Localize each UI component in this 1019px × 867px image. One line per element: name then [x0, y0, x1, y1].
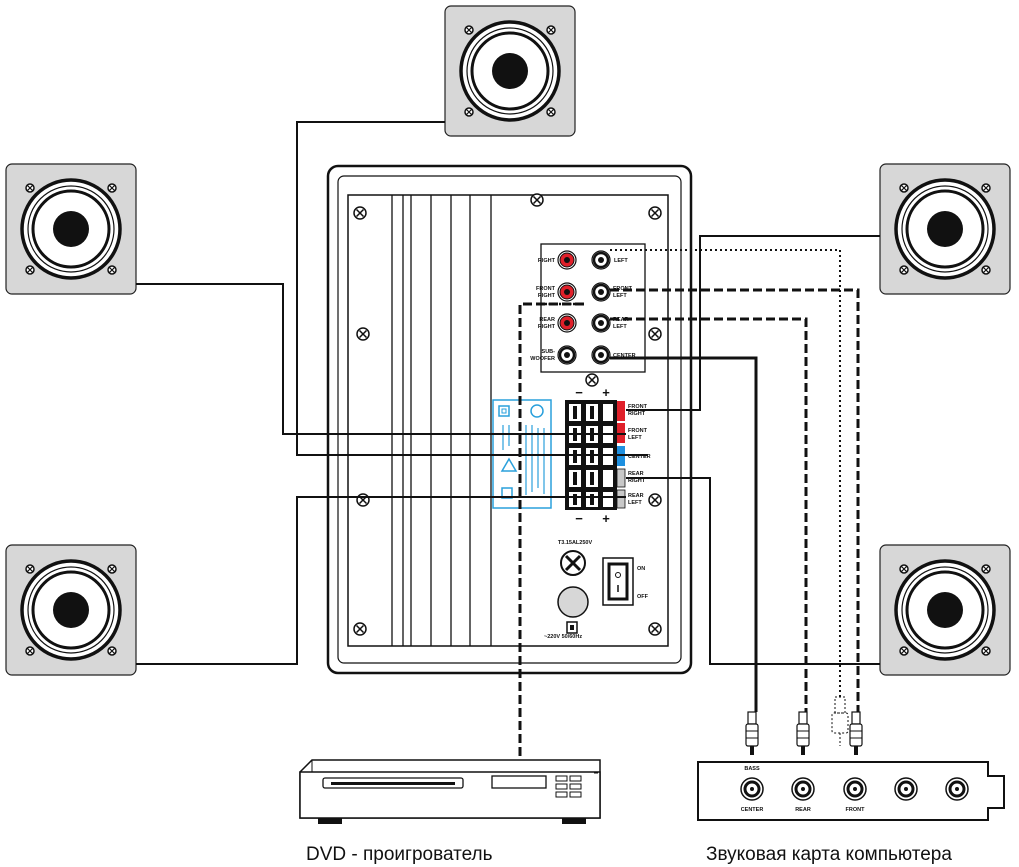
- voltage-label: ~220V 50/60Hz: [544, 634, 582, 640]
- terminal-front-right-clip[interactable]: [617, 401, 625, 421]
- switch-off-label: OFF: [637, 594, 649, 600]
- label-term-rear-right-1: REAR: [628, 471, 644, 477]
- label-term-center: CENTER: [628, 454, 651, 460]
- soundcard-jack-front[interactable]: [843, 777, 867, 801]
- label-input-rear-right-1: REAR: [539, 317, 555, 323]
- rca-plug-front: [849, 711, 863, 756]
- terminal-rear-right-clip[interactable]: [616, 468, 626, 488]
- label-input-subwoofer-1: SUB-: [542, 349, 556, 355]
- soundcard-jack-4[interactable]: [894, 777, 918, 801]
- terminal-plus-top: +: [602, 385, 610, 400]
- label-term-rear-left-2: LEFT: [628, 500, 642, 506]
- rca-jack-left[interactable]: [590, 249, 612, 271]
- label-input-rear-left-2: LEFT: [613, 324, 627, 330]
- label-input-subwoofer-2: WOOFER: [530, 356, 555, 362]
- speaker-rear-left: [4, 543, 138, 677]
- sound-card: BASS CENTER REAR FRONT: [697, 761, 1005, 821]
- label-term-front-right-1: FRONT: [628, 404, 648, 410]
- soundcard-jack-center[interactable]: [740, 777, 764, 801]
- rca-plug-center: [745, 711, 759, 756]
- rca-jack-front-right[interactable]: [557, 282, 577, 302]
- heatsink-fins: [391, 195, 492, 646]
- rca-jack-rear-left[interactable]: [590, 312, 612, 334]
- rca-input-panel: RIGHT LEFT FRONT RIGHT FRONT LEFT REAR R…: [530, 243, 646, 373]
- label-input-front-right-2: RIGHT: [538, 293, 556, 299]
- rca-plug-optional: [831, 696, 849, 746]
- soundcard-jack-5[interactable]: [945, 777, 969, 801]
- optional-wire: [610, 249, 841, 697]
- power-cord-inlet: [557, 586, 589, 634]
- rca-jack-front-left[interactable]: [590, 281, 612, 303]
- power-section: T3.15AL250V ON OFF ~220V 50/60Hz: [544, 540, 649, 640]
- label-input-left: LEFT: [614, 258, 628, 264]
- label-term-front-right-2: RIGHT: [628, 411, 646, 417]
- terminal-minus-top: −: [575, 385, 583, 400]
- bass-label: BASS: [744, 766, 760, 772]
- center-label: CENTER: [741, 807, 764, 813]
- label-input-front-right-1: FRONT: [536, 286, 556, 292]
- label-input-right: RIGHT: [538, 258, 556, 264]
- terminal-rear-left-clip[interactable]: [616, 489, 626, 509]
- rca-jack-right[interactable]: [557, 250, 577, 270]
- rca-jack-subwoofer[interactable]: [556, 344, 578, 366]
- speaker-front-right: [878, 162, 1012, 296]
- speaker-rear-right: [878, 543, 1012, 677]
- dvd-caption: DVD - проигрователь: [306, 844, 493, 865]
- label-input-rear-left-1: REAR: [613, 317, 629, 323]
- terminal-minus-bottom: −: [575, 511, 583, 526]
- fuse-holder[interactable]: [560, 550, 586, 576]
- power-switch[interactable]: [602, 557, 634, 606]
- label-input-center: CENTER: [613, 353, 636, 359]
- label-term-rear-right-2: RIGHT: [628, 478, 646, 484]
- rca-jack-center[interactable]: [590, 344, 612, 366]
- switch-on-label: ON: [637, 566, 645, 572]
- label-term-front-left-2: LEFT: [628, 435, 642, 441]
- label-term-front-left-1: FRONT: [628, 428, 648, 434]
- rear-label: REAR: [795, 807, 811, 813]
- fuse-label: T3.15AL250V: [558, 540, 593, 546]
- speaker-front-left: [4, 162, 138, 296]
- rca-plug-rear: [796, 711, 810, 756]
- terminal-plus-bottom: +: [602, 511, 610, 526]
- speaker-center: [443, 4, 577, 138]
- label-input-front-left-2: LEFT: [613, 293, 627, 299]
- dvd-player: [299, 759, 601, 824]
- speaker-wires: [136, 121, 880, 665]
- soundcard-jack-rear[interactable]: [791, 777, 815, 801]
- label-input-front-left-1: FRONT: [613, 286, 633, 292]
- signal-wires: [518, 288, 860, 760]
- label-term-rear-left-1: REAR: [628, 493, 644, 499]
- soundcard-caption: Звуковая карта компьютера: [706, 844, 952, 865]
- front-label: FRONT: [846, 807, 866, 813]
- label-input-rear-right-2: RIGHT: [538, 324, 556, 330]
- rca-jack-rear-right[interactable]: [557, 313, 577, 333]
